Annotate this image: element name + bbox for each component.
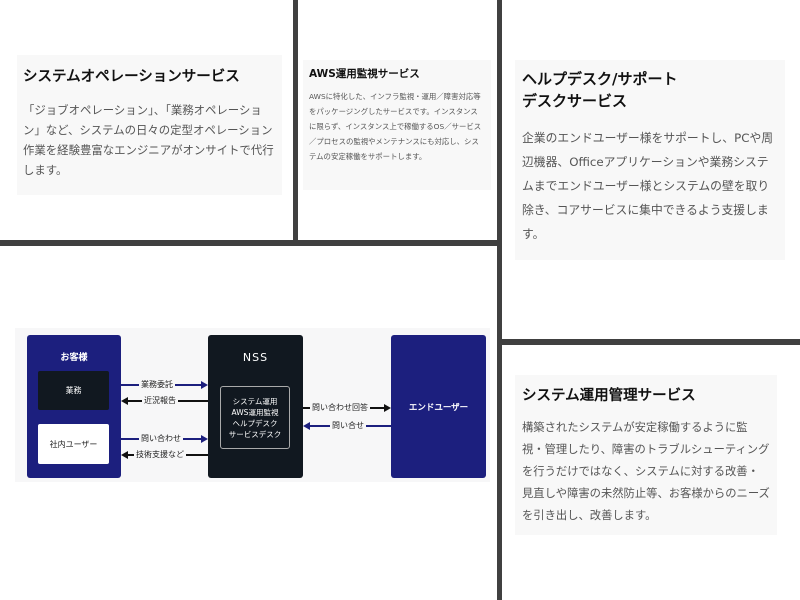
- title-line: ヘルプデスク/サポート: [522, 70, 678, 88]
- card-title: ヘルプデスク/サポートデスクサービス: [522, 68, 778, 112]
- card-body: 「ジョブオペレーション」、「業務オペレーション」など、システムの日々の定型オペレ…: [23, 103, 274, 177]
- service-diagram: お客様 業務 社内ユーザー NSS システム運用 AWS運用監視 ヘルプデスク …: [15, 328, 490, 482]
- nss-title: NSS: [242, 351, 269, 364]
- nss-box: NSS システム運用 AWS運用監視 ヘルプデスク サービスデスク: [208, 335, 303, 478]
- arrow-label: 業務委託: [141, 380, 173, 389]
- card-body: 企業のエンドユーザー様をサポートし、PCや周辺機器、Officeアプリケーション…: [522, 131, 774, 241]
- business-label: 業務: [65, 386, 82, 395]
- divider: [500, 339, 800, 345]
- arrow-label: 技術支援など: [136, 450, 184, 459]
- outsourcing-arrow: 業務委託: [121, 379, 208, 390]
- service-item: サービスデスク: [228, 429, 282, 439]
- helpdesk-card: ヘルプデスク/サポートデスクサービス 企業のエンドユーザー様をサポートし、PCや…: [515, 60, 785, 260]
- card-title: システム運用管理サービス: [522, 388, 696, 404]
- title-line: デスクサービス: [522, 92, 628, 110]
- internal-users-box: 社内ユーザー: [38, 424, 109, 464]
- service-item: AWS運用監視: [231, 407, 279, 417]
- customer-box: お客様 業務 社内ユーザー: [27, 335, 121, 478]
- inquiry2-arrow: 問い合せ: [303, 420, 391, 431]
- inquiry-arrow: 問い合わせ: [121, 433, 208, 444]
- card-title: システムオペレーションサービス: [23, 69, 240, 85]
- divider: [497, 0, 502, 600]
- system-management-card: システム運用管理サービス 構築されたシステムが安定稼働するように監視・管理したり…: [515, 375, 777, 535]
- divider: [0, 240, 500, 246]
- card-body: AWSに特化した、インフラ監視・運用／障害対応等をパッケージングしたサービスです…: [309, 92, 482, 161]
- inquiry-answer-arrow: 問い合わせ回答: [303, 402, 391, 413]
- arrow-label: 問い合せ: [332, 421, 364, 430]
- tech-support-arrow: 技術支援など: [121, 449, 208, 460]
- aws-card: AWS運用監視サービス AWSに特化した、インフラ監視・運用／障害対応等をパッケ…: [303, 60, 491, 190]
- arrow-label: 近況報告: [144, 396, 176, 405]
- arrow-label: 問い合わせ回答: [312, 403, 368, 412]
- system-operation-card: システムオペレーションサービス 「ジョブオペレーション」、「業務オペレーション」…: [17, 55, 282, 195]
- customer-title: お客様: [60, 353, 88, 363]
- nss-services-box: システム運用 AWS運用監視 ヘルプデスク サービスデスク: [220, 386, 290, 449]
- service-item: ヘルプデスク: [232, 418, 278, 428]
- arrow-label: 問い合わせ: [141, 434, 181, 443]
- internal-users-label: 社内ユーザー: [49, 439, 98, 449]
- business-box: 業務: [38, 371, 109, 410]
- divider: [293, 0, 298, 242]
- service-item: システム運用: [232, 396, 278, 406]
- end-user-label: エンドユーザー: [408, 402, 469, 413]
- card-title: AWS運用監視サービス: [309, 68, 420, 80]
- end-user-box: エンドユーザー: [391, 335, 486, 478]
- card-body: 構築されたシステムが安定稼働するように監視・管理したり、障害のトラブルシューティ…: [522, 421, 770, 522]
- status-report-arrow: 近況報告: [121, 395, 208, 406]
